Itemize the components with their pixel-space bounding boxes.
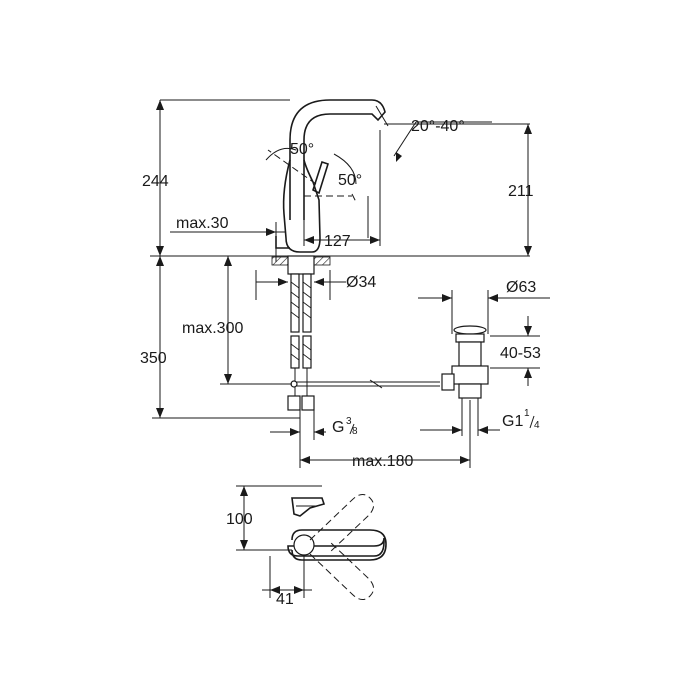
deck-hatch-right	[313, 256, 331, 266]
label-spout-height: 211	[508, 183, 534, 200]
lever	[312, 160, 329, 195]
label-waste-thread-sup: 1	[524, 408, 530, 419]
supply-hoses	[287, 273, 315, 411]
dimension-lines	[152, 99, 550, 468]
label-waste-thread: G1	[502, 413, 523, 430]
label-projection: 127	[324, 233, 351, 250]
label-hole-diameter: Ø34	[346, 274, 376, 291]
waste-assembly	[441, 325, 489, 436]
label-below-deck: 350	[140, 350, 167, 367]
label-waste-thread-sub: 4	[534, 420, 540, 431]
label-waste-range: 40-53	[500, 345, 541, 362]
deck-hatch-left	[271, 256, 289, 266]
mounting-nut	[287, 255, 315, 275]
faucet-top-view	[236, 485, 387, 600]
label-connection-sup: 3	[346, 416, 352, 427]
label-waste-diameter: Ø63	[506, 279, 536, 296]
faucet-side-view	[150, 99, 530, 411]
label-connection-sub: 8	[352, 426, 358, 437]
label-lever-offset: 41	[276, 591, 294, 608]
label-spout-angle: 20°-40°	[411, 118, 465, 135]
top-lever	[291, 497, 326, 517]
label-max-deck: max.30	[176, 215, 229, 232]
label-lever-angle-right: 50°	[338, 172, 362, 189]
label-rod-length: max.180	[352, 453, 413, 470]
top-base	[293, 534, 315, 556]
top-spout	[287, 537, 385, 557]
label-max-hose: max.300	[182, 320, 243, 337]
label-connection: G	[332, 419, 344, 436]
label-top-depth: 100	[226, 511, 253, 528]
dimension-labels: 20°-40° 50° 50° 244 211 max.30 127 Ø34 m…	[140, 118, 541, 608]
aerator	[375, 105, 389, 127]
label-total-height: 244	[142, 173, 169, 190]
label-lever-angle-left: 50°	[290, 141, 314, 158]
faucet-body	[282, 159, 321, 253]
spout	[289, 99, 386, 220]
